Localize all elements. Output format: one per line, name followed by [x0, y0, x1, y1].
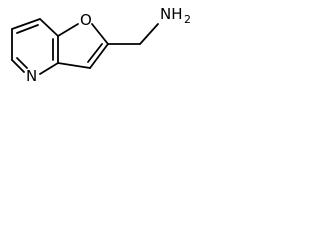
bond-o-c2 [91, 23, 109, 45]
bond-c7a-c7 [39, 18, 59, 37]
bond-c7-c6 [11, 18, 41, 30]
bond-c2-c3-inner [87, 43, 103, 63]
bond-c5-n [11, 59, 25, 73]
amine-subscript: 2 [184, 13, 191, 26]
bond-c2-c3 [89, 43, 109, 69]
bond-c5-n-inner [16, 57, 28, 69]
side-chain [107, 23, 159, 45]
pyridine-ring [11, 18, 59, 75]
bond-c3-c3a [57, 62, 91, 69]
bond-c7a-o [57, 23, 79, 37]
bond-n-c3a [39, 62, 59, 75]
oxygen-label: O [80, 11, 92, 29]
nitrogen-label: N [26, 67, 37, 85]
bond-ch2-n [139, 23, 159, 45]
amine-label: NH [160, 5, 183, 23]
structure-diagram: O N NH 2 [11, 5, 191, 85]
furan-ring [57, 23, 109, 69]
bond-c6-c6-inner [16, 24, 39, 34]
